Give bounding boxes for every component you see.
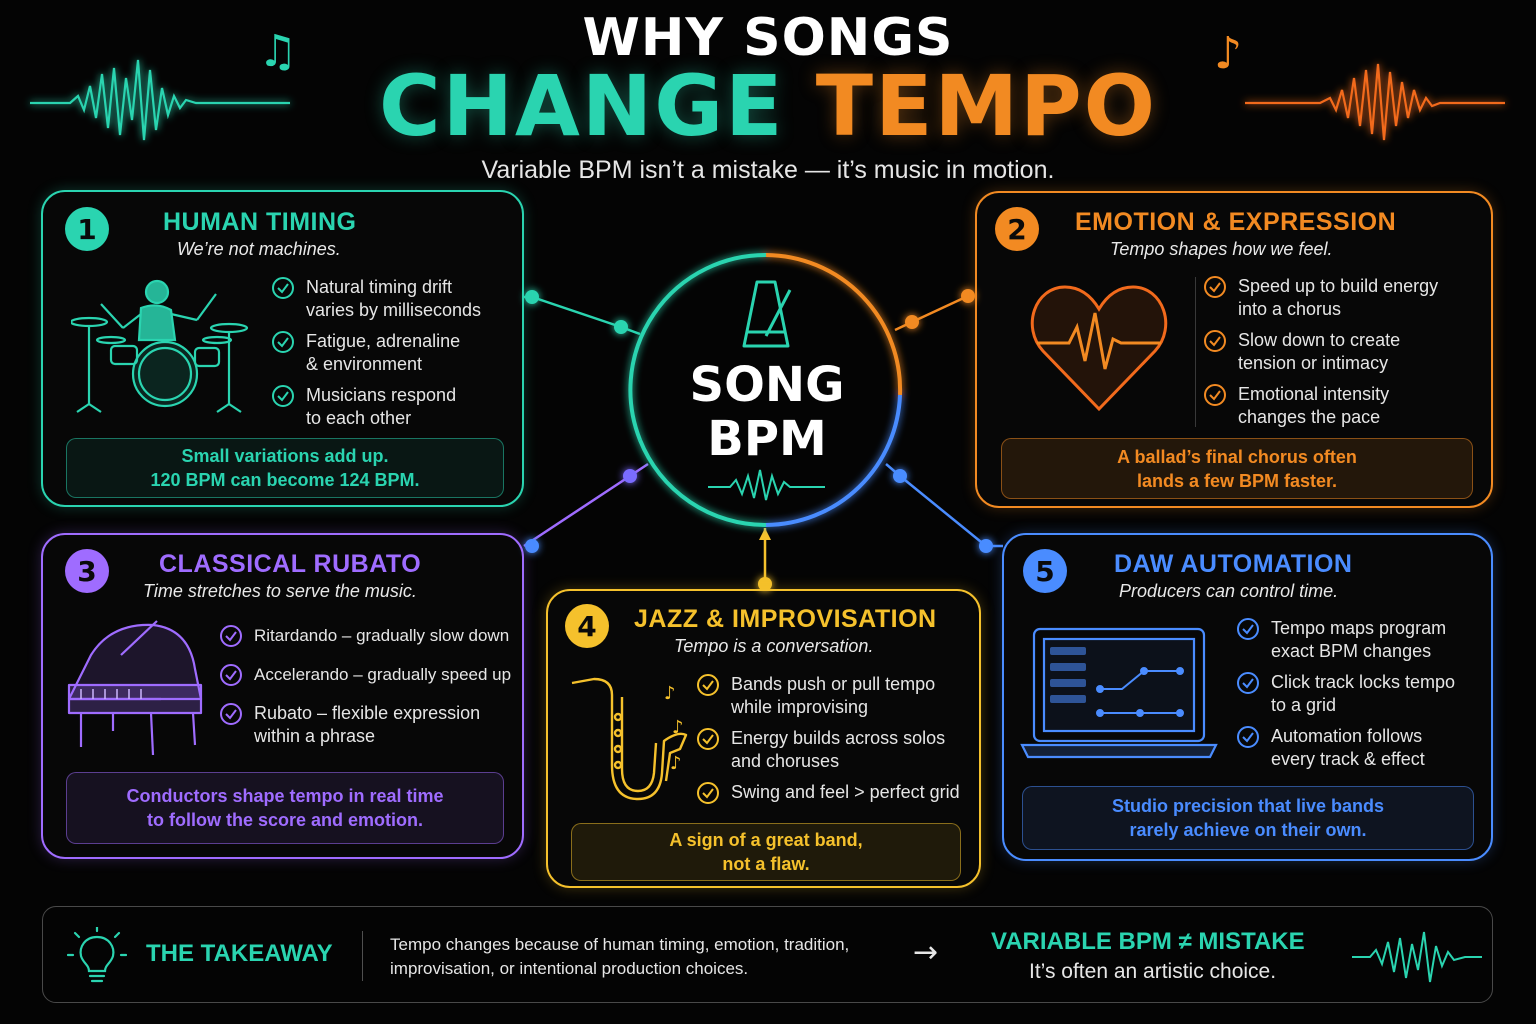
list-item: Ritardando – gradually slow down [219,624,519,648]
check-icon [697,674,719,696]
waveform-left [30,59,290,141]
title-word-tempo: TEMPO [815,57,1158,155]
list-item: Swing and feel > perfect grid [696,781,976,805]
card-subtitle: We’re not machines. [177,239,341,259]
title-line-1: WHY SONGS [582,8,954,68]
connector-dots [525,289,993,591]
card-subtitle: Time stretches to serve the music. [143,581,417,601]
callout-box: Studio precision that live bands rarely … [1022,786,1474,850]
card-human-timing: 1 HUMAN TIMING We’re not machines. [41,190,524,507]
hub-waveform [708,469,825,501]
metronome-icon [742,280,792,348]
takeaway-panel: THE TAKEAWAY Tempo changes because of hu… [42,906,1493,1003]
check-icon [220,703,242,725]
saxophone-icon: ♪ ♪ ♪ [571,677,688,801]
laptop-daw-icon [1020,627,1218,759]
svg-text:♪: ♪ [670,753,682,774]
card-title: EMOTION & EXPRESSION [1075,208,1397,236]
list-item: Accelerando – gradually speed up [219,663,519,687]
check-icon [272,277,294,299]
hub-label-line1: SONG [689,357,845,413]
check-icon [272,331,294,353]
list-item: Fatigue, adrenaline& environment [271,330,511,376]
hub-label: SONG BPM [630,358,904,466]
card-classical-rubato: 3 CLASSICAL RUBATO Time stretches to ser… [41,533,524,859]
card-title: CLASSICAL RUBATO [159,550,422,578]
takeaway-text: Tempo changes because of human timing, e… [390,935,850,978]
check-icon [697,782,719,804]
check-icon [272,385,294,407]
card-number-badge: 5 [1023,549,1067,593]
card-emotion-expression: 2 EMOTION & EXPRESSION Tempo shapes how … [975,191,1493,508]
page-subtitle: Variable BPM isn’t a mistake — it’s musi… [481,156,1055,184]
takeaway-label: THE TAKEAWAY [146,940,333,967]
grand-piano-icon [67,620,203,756]
check-icon [1204,330,1226,352]
card-title: JAZZ & IMPROVISATION [634,605,937,633]
card-daw-automation: 5 DAW AUTOMATION Producers can control t… [1002,533,1493,861]
check-icon [220,664,242,686]
arrow-right-icon: → [913,935,939,970]
card-number-badge: 3 [65,549,109,593]
card-jazz-improvisation: 4 JAZZ & IMPROVISATION Tempo is a conver… [546,589,981,888]
svg-text:♪: ♪ [664,683,676,704]
drummer-icon [71,279,249,413]
hub-label-line2: BPM [707,411,827,467]
bullet-list: Ritardando – gradually slow down Acceler… [219,624,519,748]
callout-box: A sign of a great band, not a flaw. [571,823,961,881]
heartbeat-heart-icon [1030,285,1168,412]
check-icon [220,625,242,647]
check-icon [1237,726,1259,748]
takeaway-waveform [1352,931,1482,983]
hub-ring [628,252,903,528]
callout-box: Conductors shape tempo in real time to f… [66,772,504,844]
music-note-icon-right: ♪ [1214,28,1243,79]
takeaway-tagline: It’s often an artistic choice. [1029,960,1277,983]
title-line-2: CHANGE TEMPO [0,62,1536,150]
check-icon [1237,618,1259,640]
music-note-icon-left: ♫ [258,26,298,77]
check-icon [1204,384,1226,406]
waveform-right [1245,63,1505,141]
card-number-badge: 1 [65,207,109,251]
card-subtitle: Producers can control time. [1119,581,1339,601]
card-subtitle: Tempo shapes how we feel. [1110,239,1333,259]
callout-box: A ballad’s final chorus often lands a fe… [1001,438,1473,499]
check-icon [697,728,719,750]
connector-5 [885,463,1003,548]
card-subtitle: Tempo is a conversation. [674,636,874,656]
check-icon [1237,672,1259,694]
svg-text:♪: ♪ [672,717,684,738]
card-title: DAW AUTOMATION [1114,550,1353,578]
callout-box: Small variations add up. 120 BPM can bec… [66,438,504,498]
card-number-badge: 2 [995,207,1039,251]
divider [362,931,363,981]
divider [1195,277,1196,427]
lightbulb-icon [67,927,127,983]
card-title: HUMAN TIMING [163,208,357,236]
check-icon [1204,276,1226,298]
title-word-change: CHANGE [378,57,785,155]
card-number-badge: 4 [565,604,609,648]
takeaway-headline: VARIABLE BPM ≠ MISTAKE [991,928,1305,955]
